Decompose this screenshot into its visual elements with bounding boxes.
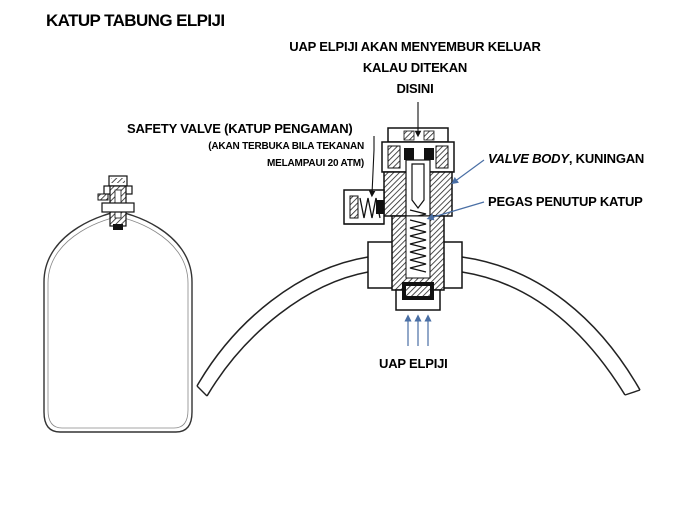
top-note-line-2: KALAU DITEKAN (362, 60, 468, 75)
large-valve-section (343, 127, 455, 311)
safety-valve-label: SAFETY VALVE (KATUP PENGAMAN) (127, 121, 353, 136)
valve-body-italic: VALVE BODY (488, 151, 569, 166)
diagram-title: KATUP TABUNG ELPIJI (46, 11, 225, 30)
small-cylinder (43, 211, 193, 433)
top-note-line-1: UAP ELPIJI AKAN MENYEMBUR KELUAR (289, 39, 541, 54)
small-valve (97, 175, 135, 230)
valve-body-label: VALVE BODY, KUNINGAN (488, 151, 644, 166)
safety-valve-sub-1: (AKAN TERBUKA BILA TEKANAN (208, 141, 364, 152)
spring-label: PEGAS PENUTUP KATUP (488, 194, 643, 209)
top-note-line-3: DISINI (396, 81, 434, 96)
safety-valve-sub-2: MELAMPAUI 20 ATM) (267, 158, 364, 169)
pointer-lines (368, 102, 485, 346)
gas-vapor-label: UAP ELPIJI (379, 356, 448, 371)
valve-body-material: , KUNINGAN (568, 151, 645, 166)
